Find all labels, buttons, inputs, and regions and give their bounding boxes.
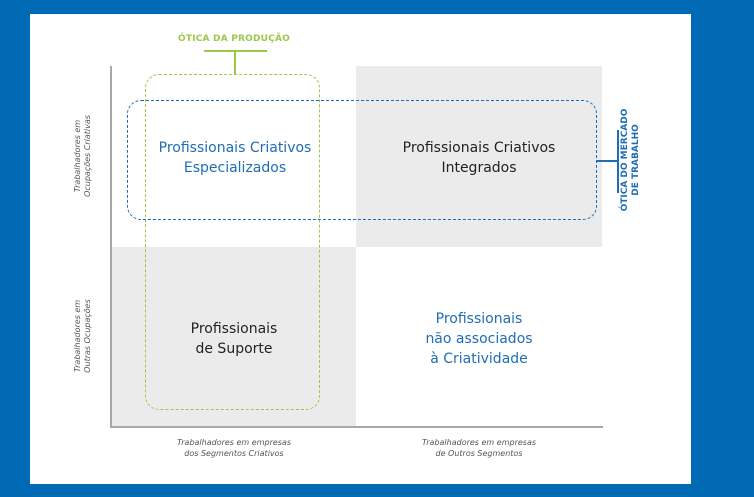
- labor-market-bracket-stem: [597, 160, 618, 162]
- production-bracket-bar: [204, 50, 267, 52]
- x-axis-label-left: Trabalhadores em empresas dos Segmentos …: [134, 437, 334, 459]
- quadrant-top-left-label: Profissionais Criativos Especializados: [135, 138, 335, 178]
- y-axis-top-line1: Trabalhadores em: [73, 119, 82, 193]
- y-axis-line: [110, 66, 112, 428]
- production-lens-label: ÓTICA DA PRODUÇÃO: [178, 34, 290, 44]
- quadrant-bottom-left-line1: Profissionais: [190, 321, 278, 337]
- quadrant-bottom-right-line1: Profissionais: [435, 311, 523, 327]
- quadrant-top-left-line2: Especializados: [183, 160, 287, 176]
- x-axis-left-line2: dos Segmentos Criativos: [184, 449, 284, 458]
- labor-market-lens-label: ÓTICA DO MERCADO DE TRABALHO: [620, 105, 642, 215]
- labor-market-label-line2: DE TRABALHO: [631, 124, 641, 196]
- y-axis-bottom-line2: Outras Ocupações: [83, 299, 92, 373]
- production-bracket-stem: [234, 50, 236, 74]
- labor-market-lens-box: [127, 100, 597, 220]
- y-axis-top-line2: Ocupações Criativas: [83, 115, 92, 197]
- quadrant-top-left-line1: Profissionais Criativos: [158, 140, 312, 156]
- quadrant-bottom-right-line2: não associados: [425, 331, 533, 347]
- x-axis-right-line1: Trabalhadores em empresas: [421, 438, 537, 447]
- y-axis-label-bottom: Trabalhadores em Outras Ocupações: [73, 271, 93, 401]
- quadrant-bottom-right-label: Profissionais não associados à Criativid…: [379, 309, 579, 369]
- y-axis-label-top: Trabalhadores em Ocupações Criativas: [73, 91, 93, 221]
- production-lens-box: [145, 74, 320, 410]
- labor-market-label-line1: ÓTICA DO MERCADO: [620, 108, 630, 212]
- quadrant-top-right-label: Profissionais Criativos Integrados: [379, 138, 579, 178]
- quadrant-bottom-left-label: Profissionais de Suporte: [134, 319, 334, 359]
- quadrant-top-right-line2: Integrados: [441, 160, 517, 176]
- y-axis-bottom-line1: Trabalhadores em: [73, 299, 82, 373]
- x-axis-line: [110, 426, 603, 428]
- quadrant-top-right-line1: Profissionais Criativos: [402, 140, 556, 156]
- x-axis-left-line1: Trabalhadores em empresas: [176, 438, 292, 447]
- x-axis-label-right: Trabalhadores em empresas de Outros Segm…: [379, 437, 579, 459]
- labor-market-bracket-bar: [617, 130, 619, 193]
- quadrant-top-right-bg: [356, 66, 602, 247]
- x-axis-right-line2: de Outros Segmentos: [435, 449, 523, 458]
- quadrant-bottom-right-line3: à Criatividade: [430, 351, 528, 367]
- quadrant-bottom-left-line2: de Suporte: [195, 341, 273, 357]
